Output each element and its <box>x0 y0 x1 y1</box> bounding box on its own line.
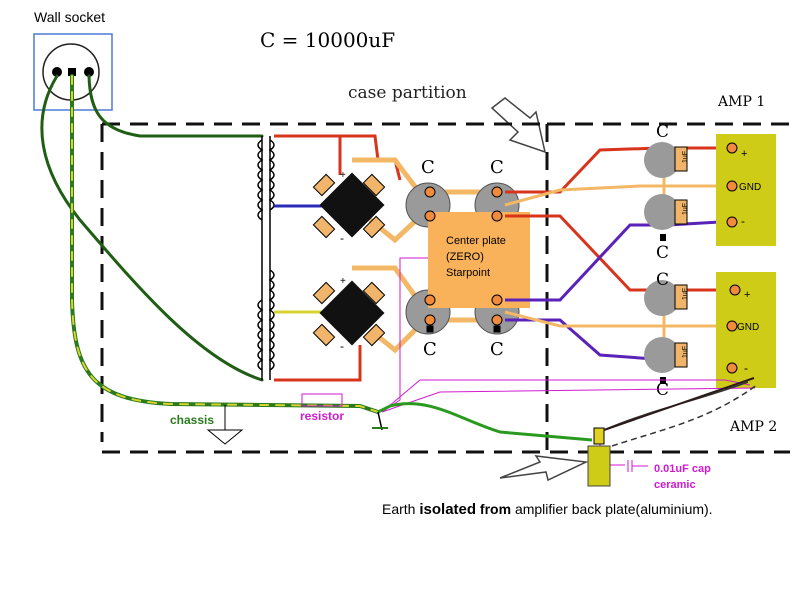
cap-label-4: C <box>490 339 504 360</box>
secondary-wires <box>274 134 402 382</box>
earth-wire <box>377 402 593 442</box>
case-partition-arrow <box>490 97 547 154</box>
svg-text:-: - <box>741 214 745 228</box>
bridge-rectifier-2: + - <box>312 276 386 353</box>
svg-text:C: C <box>656 122 669 142</box>
amp-decoupling-caps: 1uF 1uF 1uF 1uF C C C C <box>644 122 689 400</box>
cap-label-1: C <box>421 157 435 178</box>
cap-label-3: C <box>423 339 437 360</box>
cap-note-line1: 0.01uF cap <box>654 463 711 475</box>
svg-text:+: + <box>741 148 747 160</box>
ground-return-arrows <box>603 377 759 447</box>
svg-text:1uF: 1uF <box>682 288 689 300</box>
center-plate: Center plate (ZERO) Starpoint <box>428 212 530 308</box>
amp1-label: AMP 1 <box>717 94 765 110</box>
svg-text:-: - <box>744 361 748 375</box>
cap-label-2: C <box>490 157 504 178</box>
capacitance-label: C = 10000uF <box>260 28 395 52</box>
bridge-rectifier-1: + - <box>312 170 386 245</box>
mains-wires <box>40 74 380 414</box>
svg-text:Starpoint: Starpoint <box>446 267 490 279</box>
earth-note: Earth isolated from amplifier back plate… <box>382 501 713 518</box>
cap-terminals <box>424 186 503 333</box>
cap-note-line2: ceramic <box>654 479 696 491</box>
svg-text:+: + <box>744 289 750 301</box>
case-outline <box>100 122 790 454</box>
amp2-board: + GND - <box>716 272 776 388</box>
svg-text:1uF: 1uF <box>682 203 689 215</box>
svg-text:-: - <box>340 231 344 245</box>
svg-text:C: C <box>656 380 669 400</box>
ground-wires <box>504 150 718 365</box>
svg-text:Center plate: Center plate <box>446 235 506 247</box>
svg-text:-: - <box>340 339 344 353</box>
socket-earth-pin <box>68 68 76 76</box>
earth-note-suffix: amplifier back plate(aluminium). <box>515 501 713 517</box>
earth-note-isolated: isolated <box>419 501 476 518</box>
svg-text:1uF: 1uF <box>682 346 689 358</box>
amp2-label: AMP 2 <box>729 419 777 435</box>
transformer <box>257 136 275 380</box>
svg-text:+: + <box>340 276 346 287</box>
earth-arrow <box>499 455 589 482</box>
chassis-ground-symbol <box>206 405 244 445</box>
earth-note-from: from <box>476 501 515 517</box>
resistor-label: resistor <box>300 409 344 423</box>
svg-text:GND: GND <box>739 182 761 193</box>
supply-wires <box>505 146 735 362</box>
earth-note-prefix: Earth <box>382 501 419 517</box>
svg-text:C: C <box>656 270 669 290</box>
amp1-board: + GND - <box>716 134 776 246</box>
svg-text:(ZERO): (ZERO) <box>446 251 484 263</box>
wall-socket-label: Wall socket <box>34 9 105 25</box>
resistor <box>372 411 388 431</box>
socket-pin-left <box>52 67 62 77</box>
svg-text:GND: GND <box>737 322 759 333</box>
svg-text:+: + <box>340 170 346 181</box>
earth-terminal <box>587 427 611 487</box>
svg-text:1uF: 1uF <box>682 151 689 163</box>
chassis-label: chassis <box>170 413 214 427</box>
svg-text:C: C <box>656 243 669 263</box>
case-partition-label: case partition <box>348 83 467 103</box>
socket-pin-right <box>84 67 94 77</box>
